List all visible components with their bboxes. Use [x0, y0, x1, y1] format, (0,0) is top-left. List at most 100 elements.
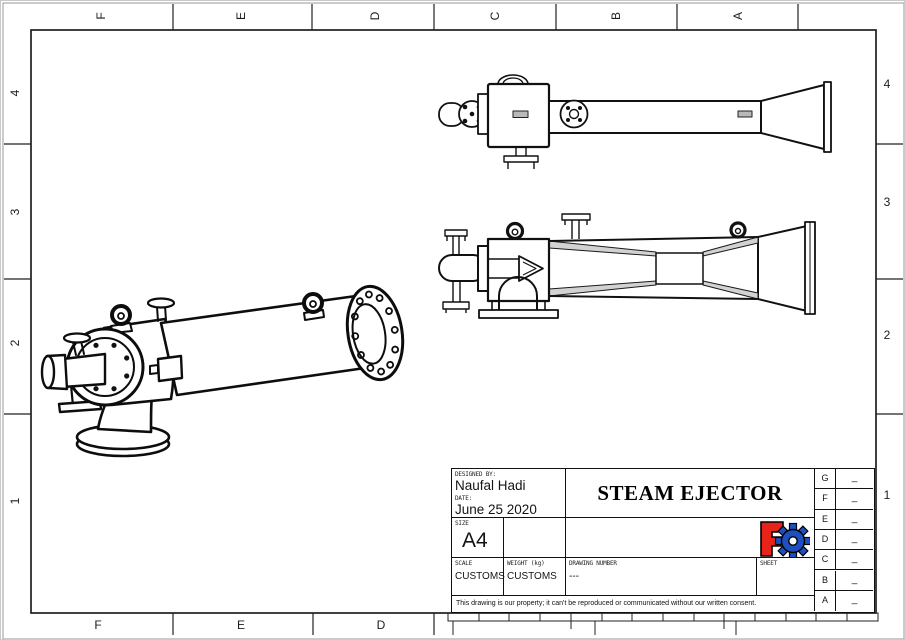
zone-label-top-d: D — [368, 11, 382, 21]
designed-by-value: Naufal Hadi — [455, 478, 526, 493]
duct-flange-bolts — [566, 106, 582, 122]
sheet-cell: SHEET — [757, 558, 814, 596]
zone-label-top-f: F — [94, 12, 108, 20]
revision-table: G _ F _ E _ D _ C _ B _ — [814, 469, 873, 611]
revision-value: _ — [851, 492, 858, 504]
revision-letter: A — [815, 590, 836, 611]
scale-label: SCALE — [455, 560, 473, 567]
size-value: A4 — [462, 529, 488, 552]
body-flange-front — [477, 245, 489, 292]
lifting-eye-arc-inner — [502, 77, 524, 85]
revision-row: F _ — [815, 489, 873, 510]
head-valve-cap — [146, 297, 176, 309]
zone-label-top-e: E — [234, 11, 248, 21]
zone-label-right-2: 2 — [883, 328, 891, 342]
zone-label-left-3: 3 — [8, 208, 22, 216]
top-view — [438, 74, 832, 169]
zone-label-left-1: 1 — [8, 497, 22, 505]
zone-label-top-b: B — [609, 11, 623, 21]
zone-ticks — [4, 4, 903, 635]
suction-base-flange — [478, 309, 559, 319]
date-value: June 25 2020 — [455, 502, 537, 517]
drawing-number-cell: DRAWING NUMBER --- — [566, 558, 757, 596]
isometric-view — [40, 284, 405, 458]
revision-value: _ — [851, 553, 858, 565]
size-label: SIZE — [455, 520, 469, 527]
weight-cell: WEIGHT (kg) CUSTOMS — [504, 558, 566, 596]
logo-cell — [566, 518, 814, 558]
revision-letter: B — [815, 570, 836, 590]
revision-value: _ — [851, 472, 858, 483]
duct-fitting-front — [561, 213, 591, 221]
revision-row: B _ — [815, 570, 873, 591]
body-flange-top — [477, 93, 489, 135]
revision-value: _ — [851, 512, 858, 524]
eye-slot-body — [512, 110, 529, 118]
revision-value: _ — [851, 593, 858, 605]
revision-value: _ — [851, 532, 858, 544]
scale-value: CUSTOMS — [455, 571, 505, 582]
disclaimer-text: This drawing is our property; it can't b… — [456, 600, 757, 607]
zone-label-bottom-f: F — [94, 618, 102, 632]
weight-label: WEIGHT (kg) — [507, 560, 545, 567]
revision-letter: E — [815, 509, 836, 529]
outlet-flange-top — [823, 81, 832, 153]
zone-label-left-4: 4 — [8, 89, 22, 97]
revision-letter: D — [815, 529, 836, 550]
revision-row: C _ — [815, 550, 873, 571]
disclaimer-cell: This drawing is our property; it can't b… — [452, 596, 814, 611]
duct-flange-top — [559, 99, 589, 129]
main-tube-iso — [159, 294, 374, 397]
zone-label-left-2: 2 — [8, 339, 22, 347]
revision-row: G _ — [815, 469, 873, 490]
revision-value: _ — [851, 573, 858, 585]
pipe-valve-front — [444, 229, 468, 237]
date-label: DATE: — [455, 495, 473, 502]
revision-row: D _ — [815, 529, 873, 551]
outlet-bell-front — [757, 225, 808, 312]
stub-valve-cap — [62, 332, 92, 344]
zone-label-top-a: A — [731, 11, 745, 21]
drawing-number-value: --- — [569, 571, 579, 582]
zone-label-right-1: 1 — [883, 488, 891, 502]
size-cell: SIZE A4 — [452, 518, 504, 558]
zone-label-top-c: C — [488, 11, 502, 21]
steam-stub-pipe — [61, 352, 107, 389]
title-block: DESIGNED BY: Naufal Hadi DATE: June 25 2… — [451, 468, 875, 613]
zone-label-right-3: 3 — [883, 195, 891, 209]
logo-gear-icon — [774, 522, 810, 557]
designed-by-cell: DESIGNED BY: Naufal Hadi DATE: June 25 2… — [452, 469, 566, 518]
outlet-bell-top — [760, 84, 825, 150]
front-view — [438, 213, 816, 319]
ejector-nozzle — [518, 255, 544, 282]
venturi-walls — [548, 236, 759, 300]
freecad-logo — [760, 521, 810, 557]
drain-fitting-top — [503, 155, 539, 163]
scale-cell: SCALE CUSTOMS — [452, 558, 505, 596]
designed-by-label: DESIGNED BY: — [455, 471, 496, 478]
empty-cell — [504, 518, 566, 558]
zone-label-bottom-e: E — [236, 618, 246, 632]
zone-label-right-4: 4 — [883, 77, 891, 91]
scale-bar — [447, 612, 879, 635]
drawing-number-label: DRAWING NUMBER — [569, 560, 617, 567]
weight-value: CUSTOMS — [507, 571, 557, 582]
pipe-support-base-iso — [57, 399, 103, 414]
suction-arch — [498, 276, 538, 310]
revision-letter: G — [815, 469, 836, 489]
revision-letter: F — [815, 489, 836, 509]
zone-label-bottom-d: D — [376, 618, 386, 632]
lifting-eye-arc-outer — [497, 74, 529, 85]
square-plug-iso — [156, 354, 184, 383]
plug-nub-iso — [149, 364, 159, 375]
sheet-label: SHEET — [760, 560, 778, 567]
revision-row: A _ — [815, 590, 873, 611]
eye-slot-duct — [737, 110, 753, 118]
revision-row: E _ — [815, 509, 873, 530]
drawing-title: STEAM EJECTOR — [597, 481, 783, 505]
pipe-support-front — [442, 301, 470, 310]
title-cell: STEAM EJECTOR — [566, 469, 814, 518]
